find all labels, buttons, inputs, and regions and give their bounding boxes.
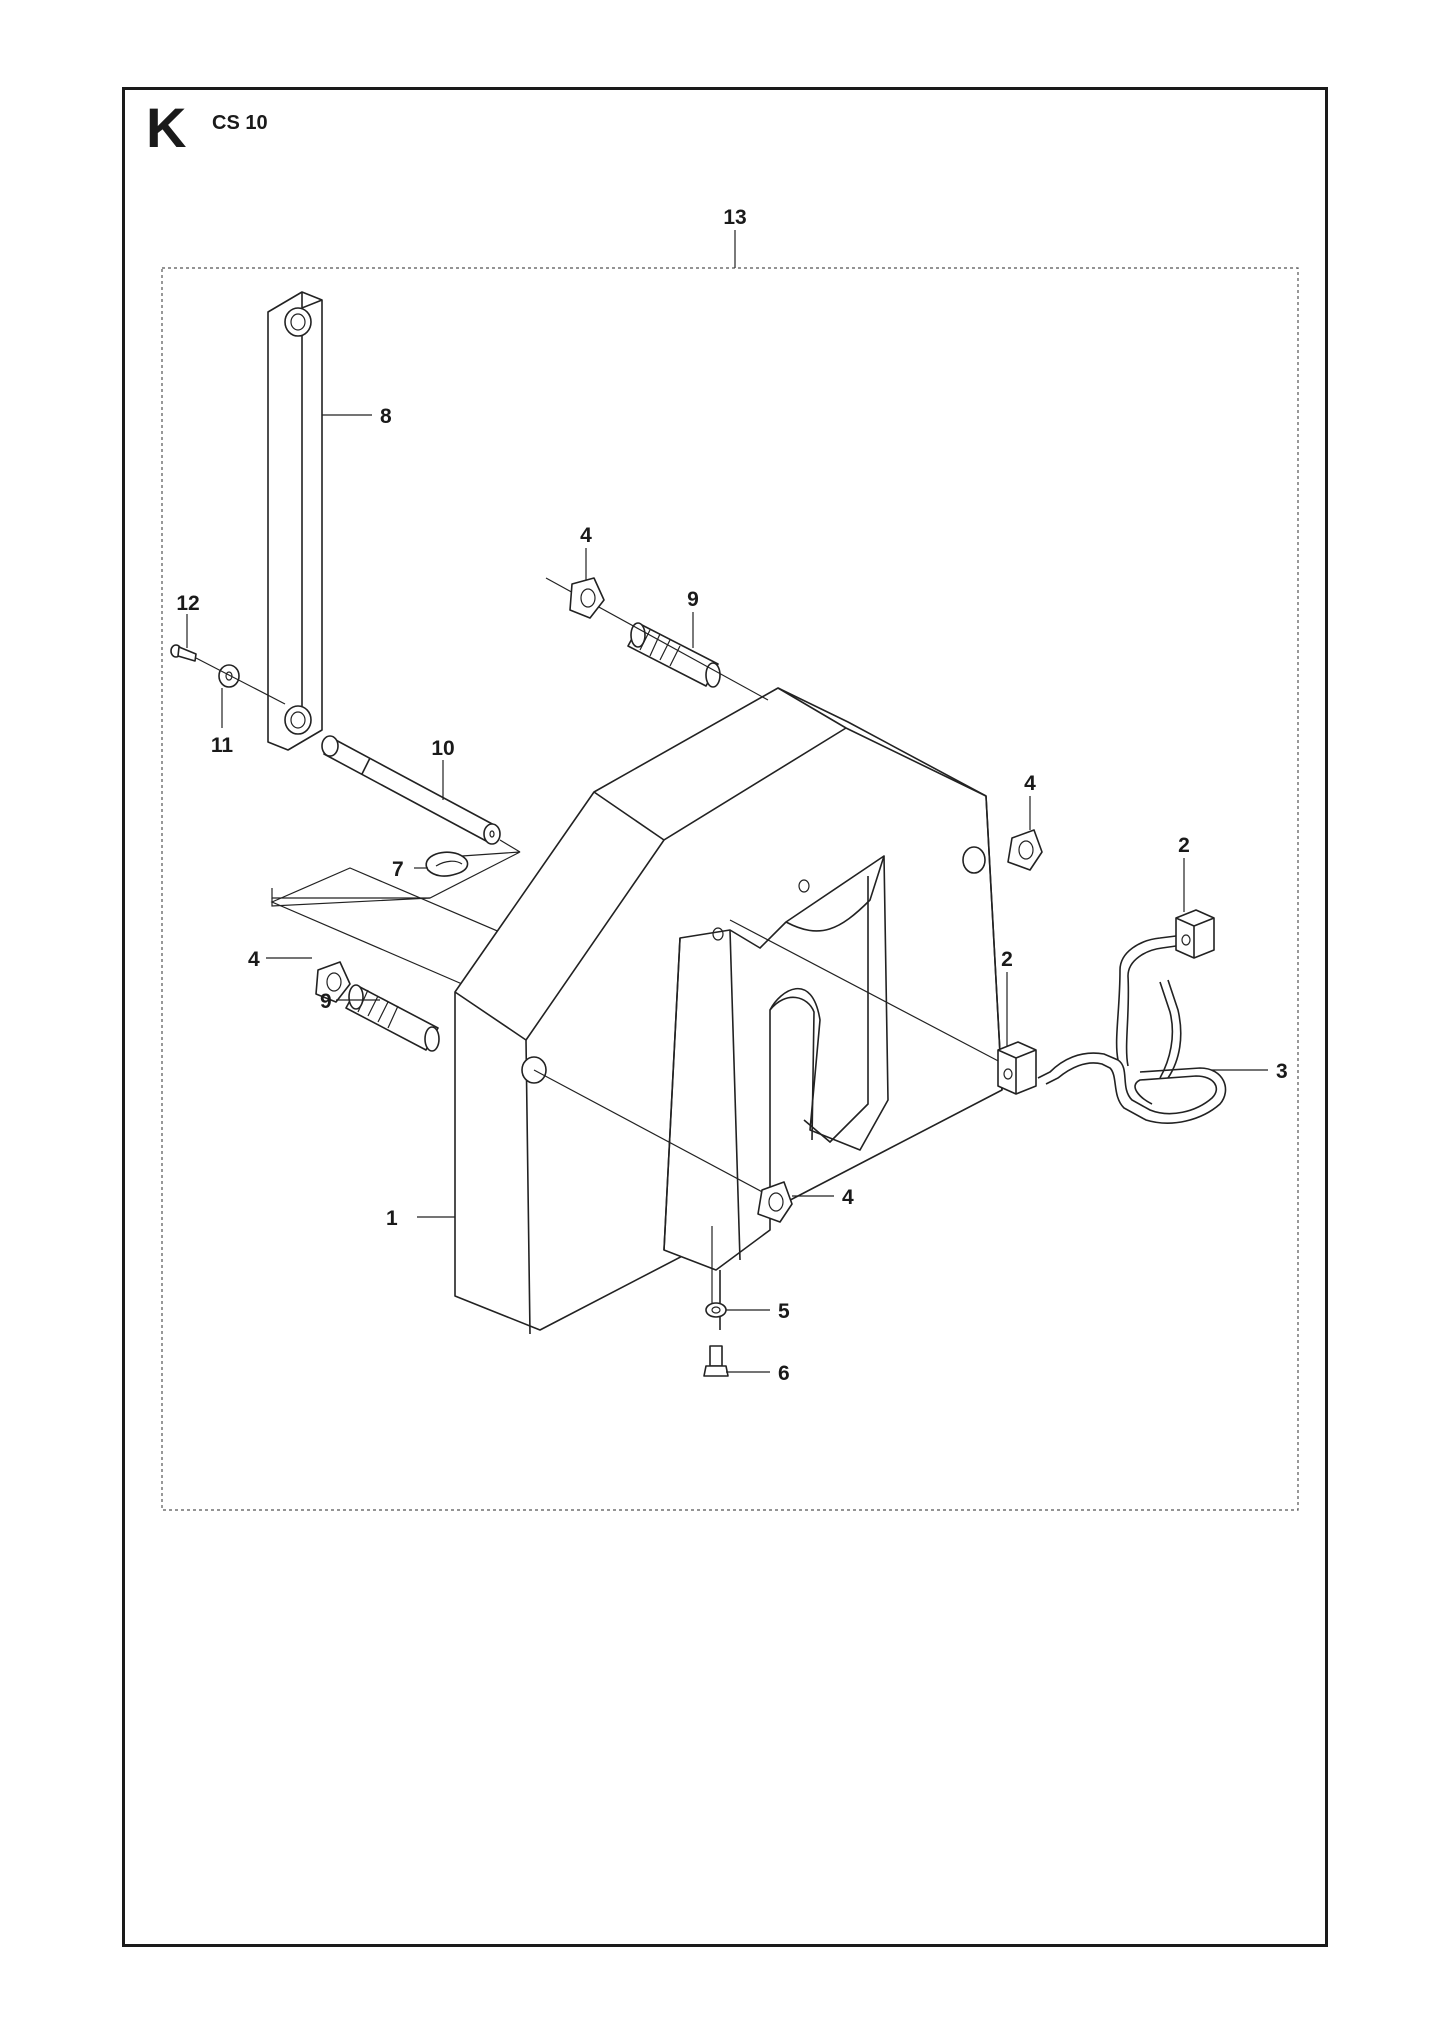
callout-9-upper: 9 — [687, 588, 699, 611]
callout-8: 8 — [380, 405, 392, 428]
shaft-9-upper — [627, 622, 721, 688]
callout-12: 12 — [176, 592, 199, 615]
callout-7: 7 — [392, 858, 404, 881]
bolt-12 — [170, 644, 197, 662]
callout-6: 6 — [778, 1362, 790, 1385]
handle-rod-3 — [1037, 935, 1227, 1124]
callout-5: 5 — [778, 1300, 790, 1323]
callout-13: 13 — [723, 206, 746, 229]
washer-4-upper — [569, 577, 605, 619]
axis-line-4-lower — [533, 1069, 771, 1197]
block-2-right — [1175, 909, 1215, 959]
washer-4-lower — [757, 1181, 793, 1223]
callout-10: 10 — [431, 737, 454, 760]
inner-guard — [663, 855, 889, 1330]
clip-7 — [425, 851, 469, 877]
model-label: CS 10 — [212, 112, 268, 134]
axis-line-12 — [195, 657, 286, 705]
callout-11: 11 — [211, 734, 234, 757]
block-2-center — [997, 1041, 1037, 1095]
shaft-9-left — [345, 984, 440, 1052]
washer-5 — [705, 1302, 727, 1318]
callout-9-left: 9 — [320, 990, 332, 1013]
callout-1: 1 — [386, 1207, 398, 1230]
callout-2-right: 2 — [1178, 834, 1190, 857]
assembly-boundary — [161, 267, 1299, 1511]
screw-6 — [703, 1345, 729, 1377]
washer-4-left — [315, 961, 351, 1003]
washer-11 — [218, 664, 240, 688]
axis-line-10 — [499, 839, 521, 853]
callout-4-lower: 4 — [842, 1186, 854, 1209]
axis-line-bracket — [729, 919, 1005, 1065]
callout-3: 3 — [1276, 1060, 1288, 1083]
callout-4-left: 4 — [248, 948, 260, 971]
section-letter: K — [146, 96, 187, 159]
callout-4-upper: 4 — [580, 524, 592, 547]
support-arm — [267, 291, 323, 751]
pin-10 — [321, 735, 501, 845]
washer-4-right — [1007, 829, 1043, 871]
sheet-outline-fold — [271, 897, 431, 907]
callout-2-center: 2 — [1001, 948, 1013, 971]
callout-4-right: 4 — [1024, 772, 1036, 795]
page-frame — [122, 87, 1328, 1947]
